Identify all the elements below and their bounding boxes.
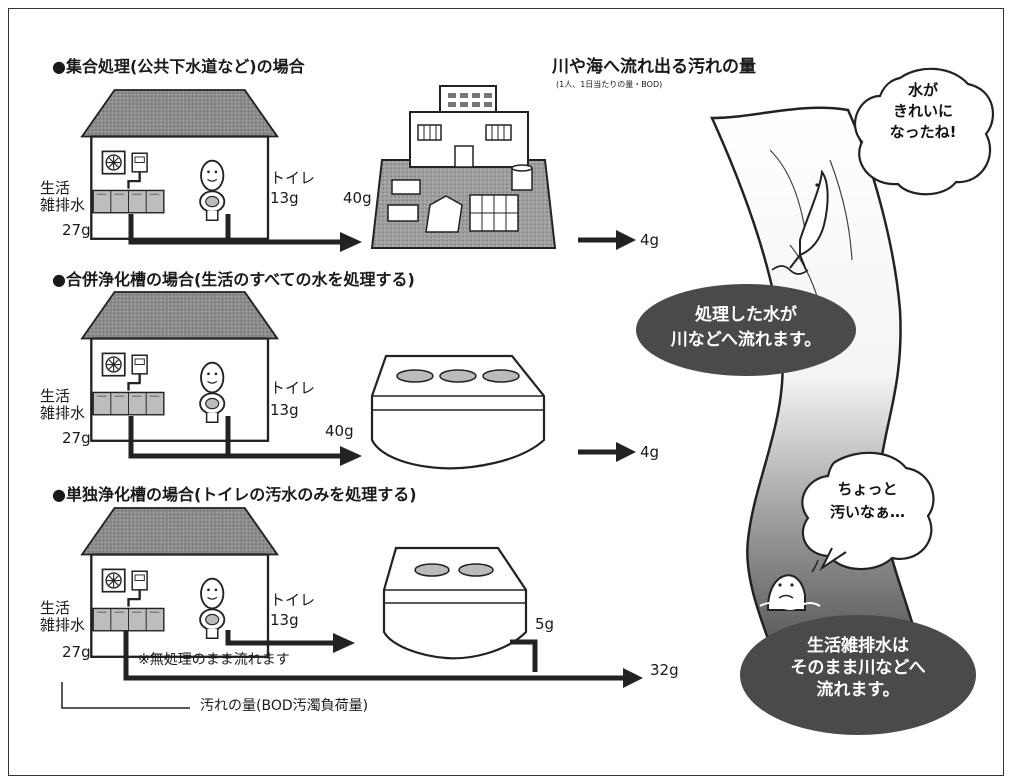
bubble-clean-text: 水が きれいに なったね! <box>889 81 957 141</box>
tank-outflow-pipe <box>510 639 538 672</box>
toilet-amount-1: 13g <box>270 189 299 207</box>
creature-icon <box>759 559 821 611</box>
legend-text: 汚れの量(BOD汚濁負荷量) <box>200 698 369 714</box>
misc-wastewater-amount-2: 27g <box>62 429 91 447</box>
misc-wastewater-amount-3: 27g <box>62 643 91 661</box>
treated-water-label: 処理した水が 川などへ流れます。 <box>670 305 822 350</box>
pipe-3-toilet <box>225 630 335 646</box>
untreated-note: ※無処理のまま流れます <box>138 652 290 668</box>
pipe-2 <box>128 416 340 459</box>
section-1-title: ●集合処理(公共下水道など)の場合 <box>52 57 305 76</box>
toilet-amount-3: 13g <box>270 611 299 629</box>
misc-wastewater-label-1: 生活 雑排水 <box>40 179 86 215</box>
toilet-label-2: トイレ <box>270 379 316 397</box>
bubble-dirty-text: ちょっと 汚いなぁ… <box>829 480 905 521</box>
misc-wastewater-label-3: 生活 雑排水 <box>40 599 86 635</box>
untreated-label-shape <box>740 615 976 735</box>
river-title: 川や海へ流れ出る汚れの量 <box>552 57 756 77</box>
outflow-amount-2: 4g <box>640 443 660 461</box>
septic-tank-combined-icon <box>370 354 546 470</box>
legend-line <box>61 682 190 709</box>
bubble-clean-shape <box>854 67 994 196</box>
fish-icon <box>771 169 829 275</box>
combined-amount-1: 40g <box>343 189 372 207</box>
house-1 <box>80 88 279 240</box>
combined-amount-2: 40g <box>325 422 354 440</box>
pipe-3-misc <box>123 630 625 681</box>
misc-wastewater-label-2: 生活 雑排水 <box>40 387 86 423</box>
toilet-amount-2: 13g <box>270 401 299 419</box>
septic-tank-single-icon <box>382 546 528 660</box>
misc-wastewater-amount-1: 27g <box>62 221 91 239</box>
section-3-title: ●単独浄化槽の場合(トイレの汚水のみを処理する) <box>52 485 417 504</box>
treatment-plant-icon <box>370 85 557 249</box>
pipe-1 <box>128 214 340 245</box>
tank-outflow-amount: 5g <box>535 615 555 633</box>
outflow-amount-1: 4g <box>640 231 660 249</box>
outflow-amount-3: 32g <box>650 661 679 679</box>
section-2-title: ●合併浄化槽の場合(生活のすべての水を処理する) <box>52 270 415 289</box>
untreated-water-label: 生活雑排水は そのまま川などへ 流れます。 <box>790 636 926 701</box>
toilet-label-1: トイレ <box>270 169 316 187</box>
house-2 <box>80 290 279 442</box>
toilet-label-3: トイレ <box>270 591 316 609</box>
river-subtitle: (1人、1日当たりの量・BOD) <box>556 80 663 89</box>
bubble-dirty-shape <box>801 451 935 571</box>
figure-frame <box>8 8 1004 776</box>
treated-label-shape <box>636 284 856 376</box>
house-3 <box>80 506 279 658</box>
